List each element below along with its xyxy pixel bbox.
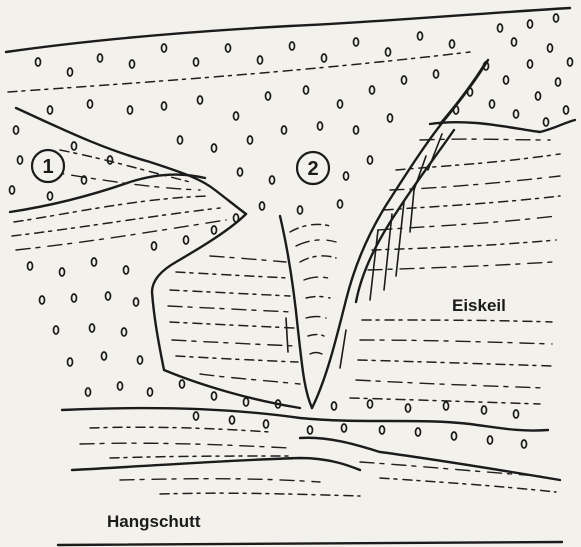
ice-wedge-label: Eiskeil <box>452 296 506 316</box>
right-gravel-boundary <box>440 62 486 124</box>
marker-1: 1 <box>32 150 64 182</box>
upper-right-ridge <box>430 120 575 132</box>
lower-gravel-boundary <box>62 408 548 430</box>
ground-line <box>58 542 562 545</box>
layer-boundaries <box>6 8 575 545</box>
top-dashed-line <box>8 52 470 92</box>
marker-2: 2 <box>297 152 329 184</box>
lower-sand-boundary-1 <box>72 458 360 470</box>
sand-laminations <box>8 52 560 496</box>
top-boundary-line <box>6 8 570 52</box>
marker-2-text: 2 <box>307 158 318 180</box>
slope-debris-label: Hangschutt <box>107 512 201 532</box>
marker-1-text: 1 <box>42 156 53 178</box>
